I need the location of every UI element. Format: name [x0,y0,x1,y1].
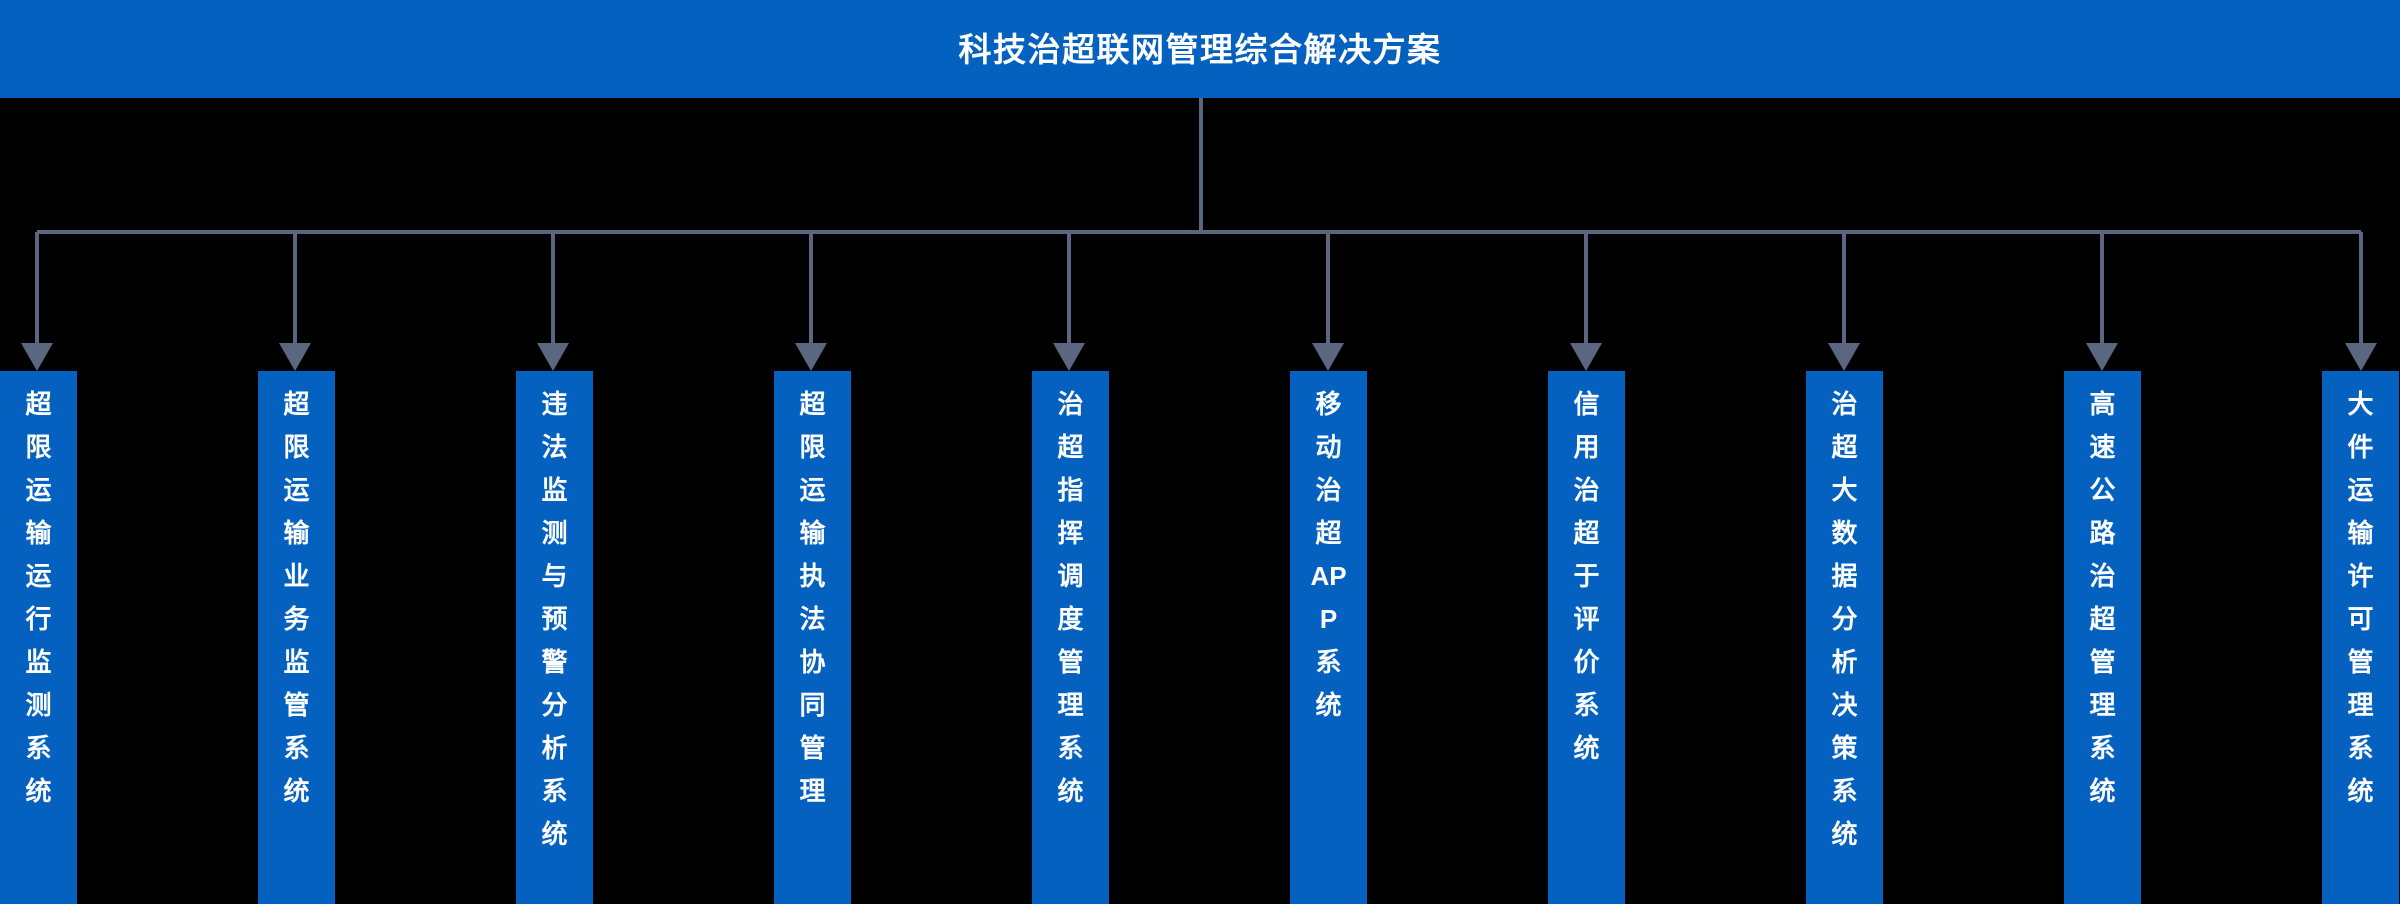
node-box-6[interactable]: 移动治超APP系统 [1290,371,1367,904]
node-box-4[interactable]: 超限运输执法协同管理 [774,371,851,904]
arrowhead-icon-3 [537,343,569,371]
arrowhead-icon-6 [1312,343,1344,371]
node-label-2: 超限运输业务监管系统 [283,389,310,806]
node-box-2[interactable]: 超限运输业务监管系统 [258,371,335,904]
node-box-7[interactable]: 信用治超于评价系统 [1548,371,1625,904]
node-label-4: 超限运输执法协同管理 [799,389,826,806]
node-box-10[interactable]: 大件运输许可管理系统 [2322,371,2399,904]
arrowhead-icon-4 [795,343,827,371]
arrowhead-icon-7 [1570,343,1602,371]
node-box-9[interactable]: 高速公路治超管理系统 [2064,371,2141,904]
node-label-9: 高速公路治超管理系统 [2089,389,2116,806]
arrowhead-icon-2 [279,343,311,371]
arrowhead-icon-8 [1828,343,1860,371]
arrowhead-icon-5 [1053,343,1085,371]
node-label-7: 信用治超于评价系统 [1573,389,1600,763]
connector-lines [21,98,2377,371]
diagram-title-bar: 科技治超联网管理综合解决方案 [0,0,2400,98]
node-label-5: 治超指挥调度管理系统 [1057,389,1084,806]
node-label-6: 移动治超APP系统 [1310,389,1347,720]
node-box-1[interactable]: 超限运输运行监测系统 [0,371,77,904]
page-title: 科技治超联网管理综合解决方案 [958,30,1442,68]
node-box-8[interactable]: 治超大数据分析决策系统 [1806,371,1883,904]
node-label-1: 超限运输运行监测系统 [25,389,52,806]
node-label-10: 大件运输许可管理系统 [2347,389,2374,806]
arrowhead-icon-9 [2086,343,2118,371]
node-box-5[interactable]: 治超指挥调度管理系统 [1032,371,1109,904]
node-label-3: 违法监测与预警分析系统 [541,389,568,849]
node-box-3[interactable]: 违法监测与预警分析系统 [516,371,593,904]
arrowhead-icon-1 [21,343,53,371]
node-label-8: 治超大数据分析决策系统 [1831,389,1858,849]
arrowhead-icon-10 [2345,343,2377,371]
